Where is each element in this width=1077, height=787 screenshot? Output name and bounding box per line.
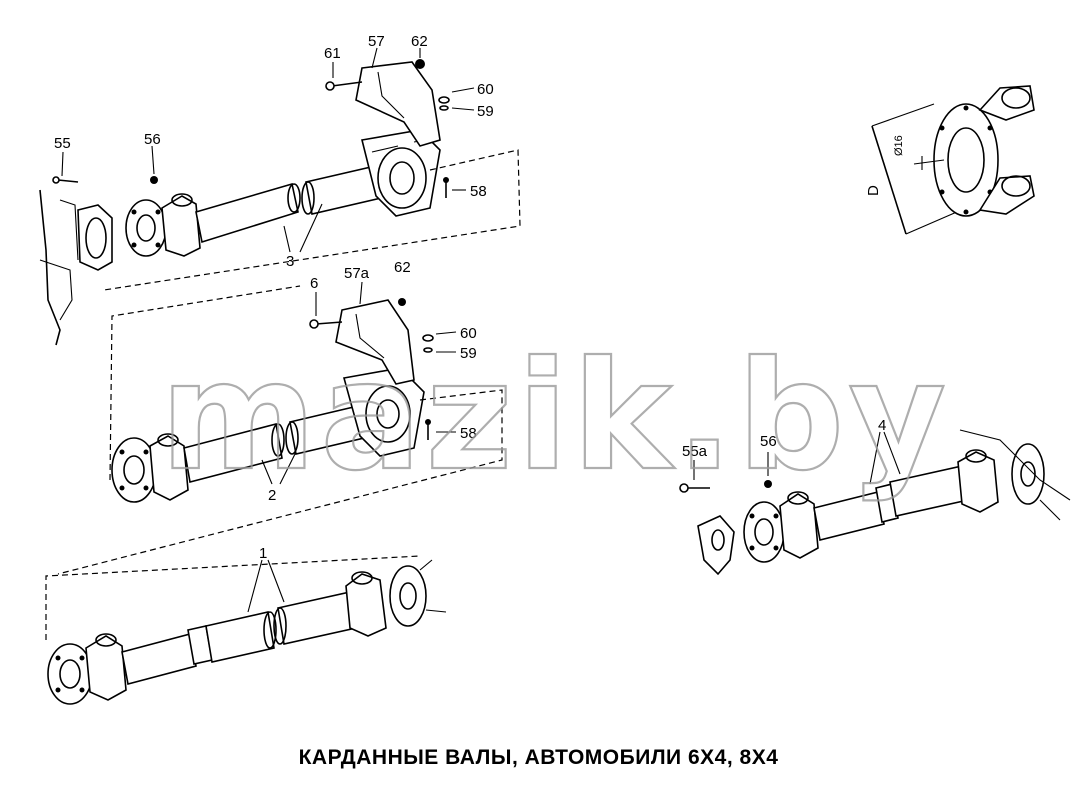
callout-56-top: 56 <box>144 131 161 148</box>
callout-57a: 57а <box>344 265 370 282</box>
callout-58-middle: 58 <box>460 425 477 442</box>
callout-58-top: 58 <box>470 183 487 200</box>
callout-6: 6 <box>310 275 318 292</box>
shaft-4-assembly <box>679 429 1071 576</box>
callout-d: D <box>865 185 882 196</box>
callout-62-top: 62 <box>411 33 428 50</box>
callout-59-top: 59 <box>477 103 494 120</box>
shaft-3-assembly <box>39 47 521 346</box>
callout-62-middle: 62 <box>394 259 411 276</box>
callout-d16: Ø16 <box>893 135 905 156</box>
callout-3: 3 <box>286 253 294 270</box>
callout-56-right: 56 <box>760 433 777 450</box>
callout-57: 57 <box>368 33 385 50</box>
callout-4: 4 <box>878 417 886 434</box>
page-title: КАРДАННЫЕ ВАЛЫ, АВТОМОБИЛИ 6Х4, 8Х4 <box>298 746 779 769</box>
callout-61: 61 <box>324 45 341 62</box>
callout-59-middle: 59 <box>460 345 477 362</box>
shaft-1-assembly <box>45 555 447 705</box>
callout-60-top: 60 <box>477 81 494 98</box>
callout-labels: 61 57 62 60 59 55 56 58 3 6 57а 62 60 59… <box>54 33 905 562</box>
callout-2: 2 <box>268 487 276 504</box>
watermark: mazik.by <box>160 330 950 504</box>
flange-detail <box>871 85 1035 235</box>
callout-55: 55 <box>54 135 71 152</box>
callout-55a: 55а <box>682 443 708 460</box>
callout-60-middle: 60 <box>460 325 477 342</box>
shaft-2-assembly <box>57 281 503 575</box>
callout-1: 1 <box>259 545 267 562</box>
